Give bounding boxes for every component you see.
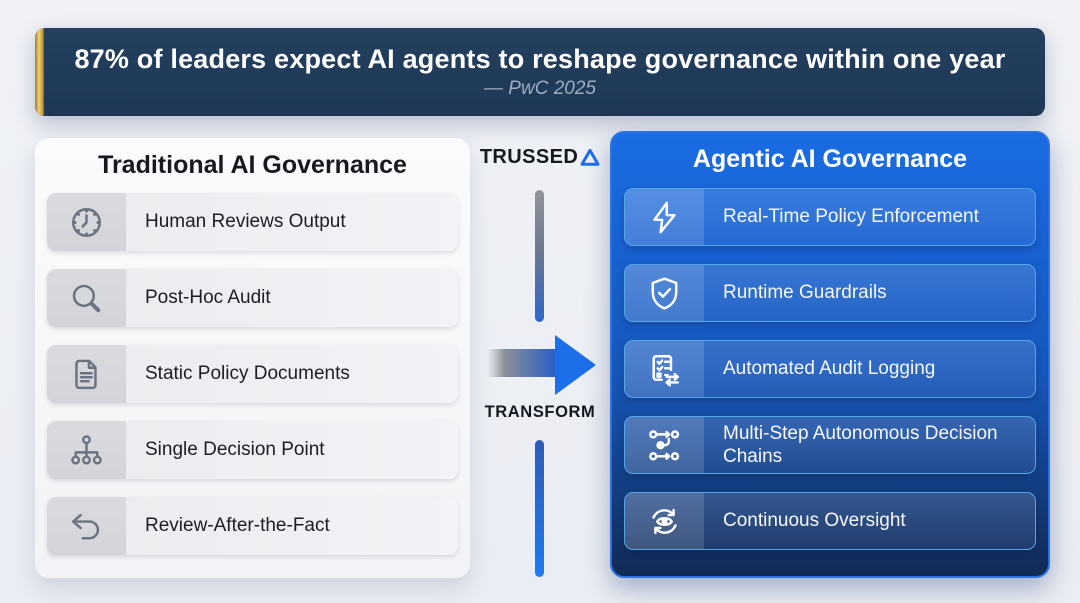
agentic-panel-title: Agentic AI Governance [692, 145, 968, 173]
traditional-governance-panel: Traditional AI Governance Human Reviews … [35, 138, 470, 578]
trussed-logo: TRUSSED [470, 146, 610, 169]
transform-line-bottom [535, 440, 544, 577]
list-item-single-decision: Single Decision Point [47, 421, 458, 479]
shield-check-icon [625, 265, 704, 321]
trussed-triangle-icon [580, 148, 600, 166]
gold-accent-bar [35, 28, 44, 116]
list-item-continuous-oversight: Continuous Oversight [624, 492, 1036, 550]
list-item-label: Static Policy Documents [126, 345, 458, 403]
transform-arrow-icon [487, 335, 596, 395]
list-item-label: Single Decision Point [126, 421, 458, 479]
list-item-runtime-guardrails: Runtime Guardrails [624, 264, 1036, 322]
document-icon [47, 345, 126, 403]
traditional-panel-title: Traditional AI Governance [98, 151, 407, 179]
list-item-post-hoc-audit: Post-Hoc Audit [47, 269, 458, 327]
transform-label: TRANSFORM [484, 403, 596, 421]
flow-nodes-icon [625, 417, 704, 473]
list-item-label: Real-Time Policy Enforcement [723, 206, 979, 228]
stat-source: — PwC 2025 [484, 78, 596, 99]
list-item-review-after: Review-After-the-Fact [47, 497, 458, 555]
traditional-items-list: Human Reviews Output Post-Hoc Audit [35, 193, 470, 555]
hierarchy-icon [47, 421, 126, 479]
list-item-human-reviews: Human Reviews Output [47, 193, 458, 251]
list-item-label: Review-After-the-Fact [126, 497, 458, 555]
trussed-logo-text: TRUSSED [479, 146, 579, 168]
undo-arrow-icon [47, 497, 126, 555]
list-item-label: Human Reviews Output [126, 193, 458, 251]
list-item-label: Automated Audit Logging [723, 358, 936, 380]
stat-banner: 87% of leaders expect AI agents to resha… [35, 28, 1045, 116]
agentic-governance-panel: Agentic AI Governance Real-Time Policy E… [610, 131, 1050, 578]
list-item-audit-logging: Automated Audit Logging [624, 340, 1036, 398]
agentic-items-list: Real-Time Policy Enforcement Runtime Gua… [612, 188, 1048, 550]
eye-refresh-icon [625, 493, 704, 549]
transform-column: TRUSSED TRANSFORM [470, 138, 610, 603]
transform-line-top [535, 190, 544, 322]
list-item-label: Continuous Oversight [723, 510, 906, 532]
list-item-decision-chains: Multi-Step Autonomous Decision Chains [624, 416, 1036, 474]
list-item-label: Post-Hoc Audit [126, 269, 458, 327]
stat-headline: 87% of leaders expect AI agents to resha… [74, 44, 1006, 74]
lightning-bolt-icon [625, 189, 704, 245]
list-item-realtime-policy: Real-Time Policy Enforcement [624, 188, 1036, 246]
list-item-label: Runtime Guardrails [723, 282, 887, 304]
checklist-arrows-icon [625, 341, 704, 397]
magnifier-icon [47, 269, 126, 327]
list-item-label: Multi-Step Autonomous Decision Chains [723, 422, 998, 467]
clock-icon [47, 193, 126, 251]
list-item-static-policy: Static Policy Documents [47, 345, 458, 403]
